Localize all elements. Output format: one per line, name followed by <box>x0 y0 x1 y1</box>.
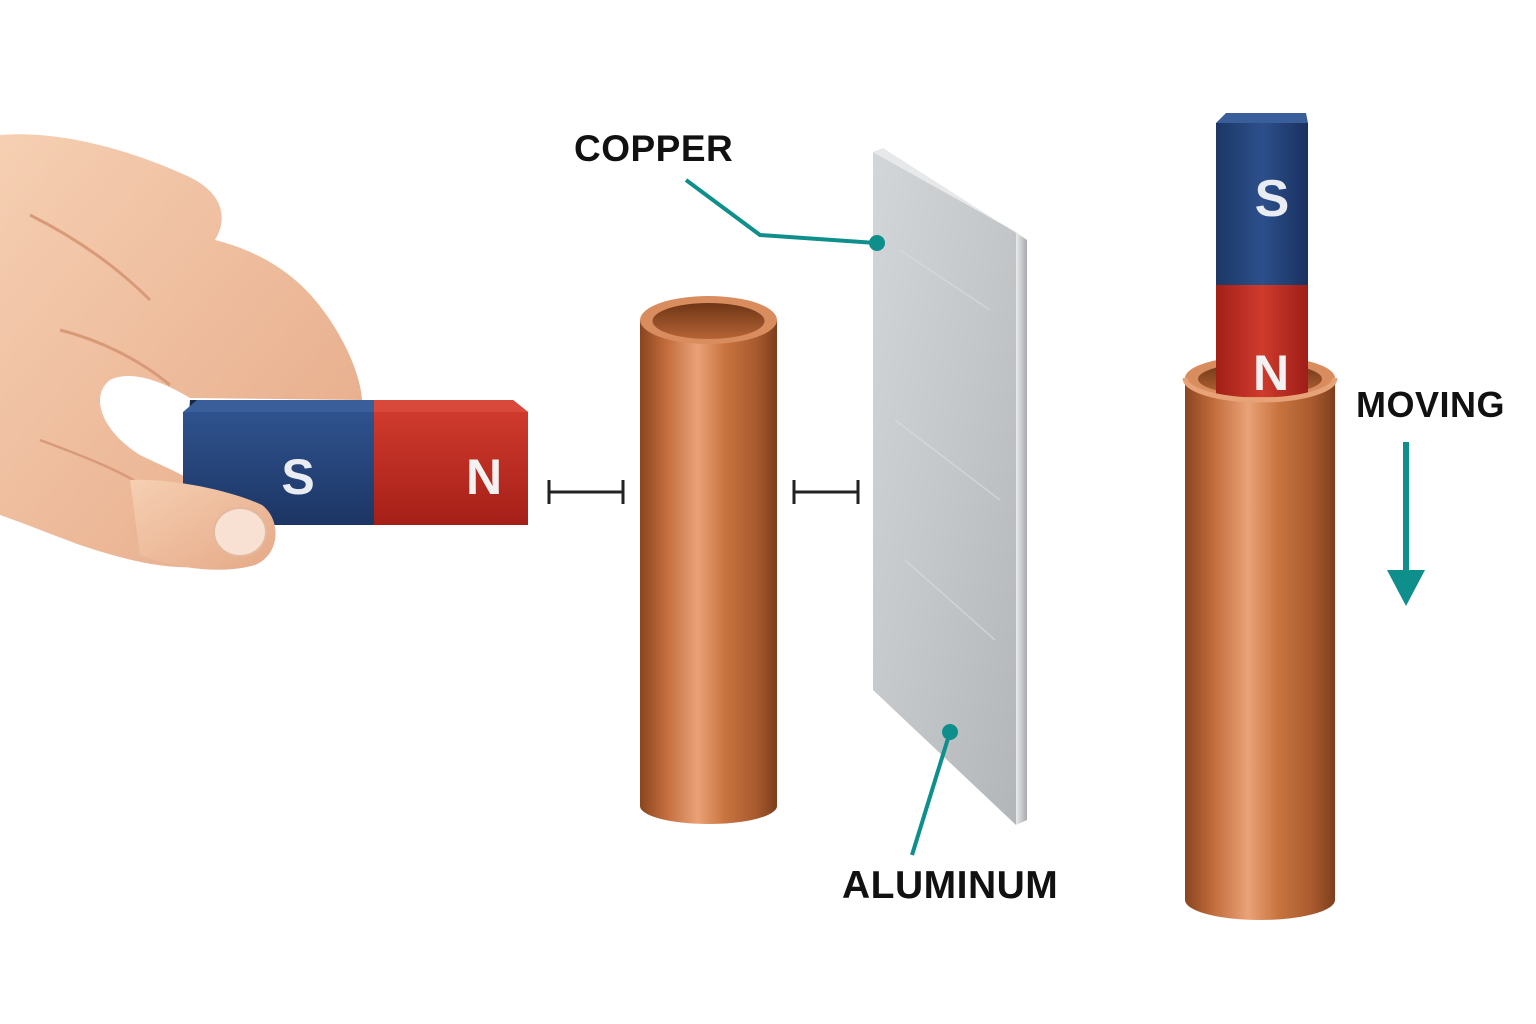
vertical-magnet-south-pole <box>1216 123 1308 285</box>
aluminum-plate <box>873 148 1027 825</box>
horizontal-magnet-s-label: S <box>281 449 314 505</box>
copper-tube <box>640 296 777 824</box>
vertical-magnet-s-label: S <box>1255 170 1290 228</box>
moving-label: MOVING <box>1356 384 1506 425</box>
gap-bracket-icon <box>547 480 625 504</box>
arrow-down-icon <box>1387 442 1425 606</box>
thumbnail <box>213 507 267 557</box>
horizontal-magnet: S N <box>182 400 528 525</box>
copper-label: COPPER <box>574 128 734 169</box>
right-copper-tube <box>1182 377 1338 920</box>
copper-callout <box>684 178 885 251</box>
gap-bracket-icon <box>792 480 860 504</box>
vertical-magnet-north-pole <box>1216 285 1308 397</box>
vertical-magnet: S N <box>1216 113 1308 401</box>
aluminum-callout <box>910 724 958 856</box>
magnet-north-pole <box>374 412 528 525</box>
aluminum-label: ALUMINUM <box>842 864 1059 907</box>
horizontal-magnet-n-label: N <box>466 449 502 505</box>
vertical-magnet-n-label: N <box>1253 345 1289 401</box>
